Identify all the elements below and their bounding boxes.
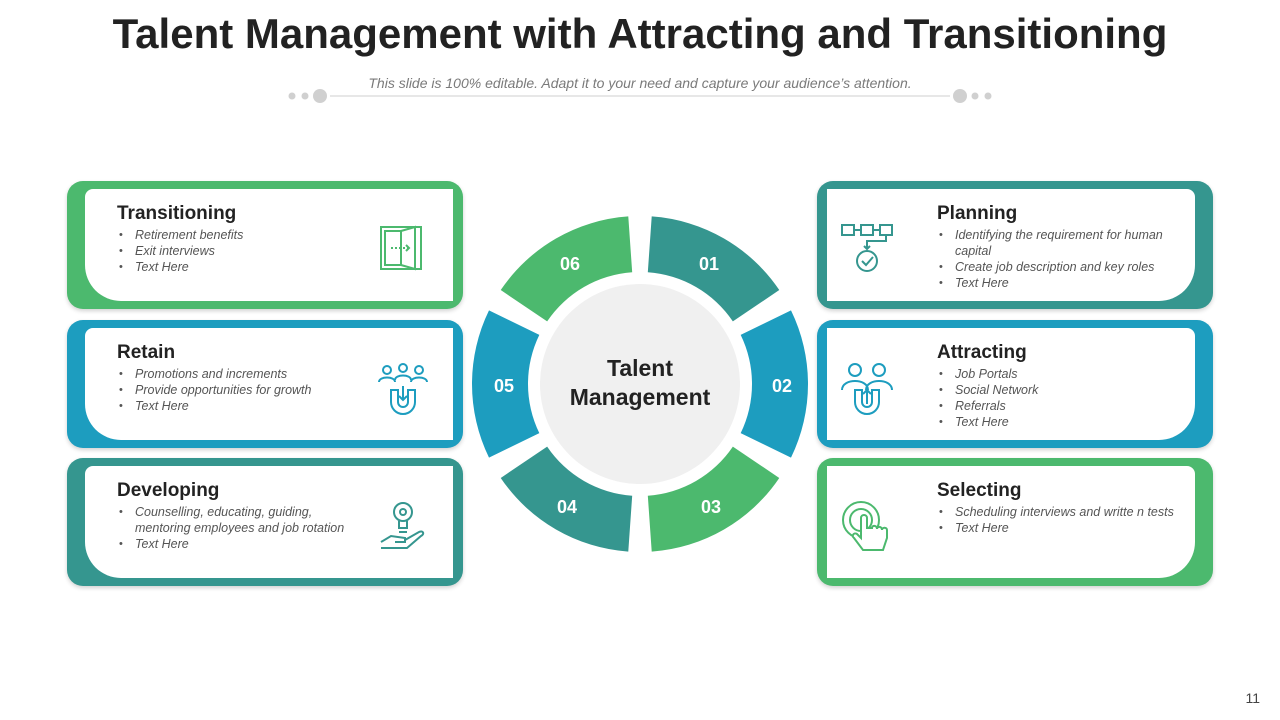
ring-segment-02 [740,310,809,458]
list-item: Provide opportunities for growth [119,382,347,398]
list-item: Text Here [939,414,1177,430]
card-title: Transitioning [117,203,237,224]
center-label: Talent Management [569,355,711,410]
segment-label-06: 06 [560,254,580,274]
page-subtitle: This slide is 100% editable. Adapt it to… [368,75,912,91]
ring-segment-05 [472,310,540,458]
list-item: Identifying the requirement for human ca… [939,227,1177,259]
magnet-people-icon [841,363,893,415]
idea-hand-icon [380,502,425,549]
segment-label-04: 04 [557,497,577,517]
segment-label-02: 02 [772,376,792,396]
page-number: 11 [1245,690,1260,706]
card-selecting: Selecting Scheduling interviews and writ… [817,458,1213,586]
card-attracting: Attracting Job Portals Social Network Re… [817,320,1213,448]
ring-segment-06 [500,216,633,322]
list-item: Promotions and increments [119,366,347,382]
list-item: Job Portals [939,366,1177,382]
list-item: Text Here [939,275,1177,291]
list-item: Retirement benefits [119,227,347,243]
segment-label-05: 05 [494,376,514,396]
card-title: Planning [937,203,1018,224]
card-developing: Developing Counselling, educating, guidi… [67,458,463,586]
segment-label-03: 03 [701,497,721,517]
touch-select-icon [842,501,888,551]
list-item: Counselling, educating, guiding, mentori… [119,504,347,536]
list-item: Text Here [119,398,347,414]
list-item: Referrals [939,398,1177,414]
workflow-icon [841,224,893,272]
list-item: Text Here [119,536,347,552]
list-item: Text Here [939,520,1177,536]
card-retain: Retain Promotions and increments Provide… [67,320,463,448]
list-item: Text Here [119,259,347,275]
page-title: Talent Management with Attracting and Tr… [112,10,1168,57]
card-title: Selecting [937,480,1022,501]
card-title: Attracting [937,342,1027,363]
card-title: Retain [117,342,176,363]
list-item: Create job description and key roles [939,259,1177,275]
segment-label-01: 01 [699,254,719,274]
list-item: Scheduling interviews and writte n tests [939,504,1177,520]
ring-segment-03 [647,446,780,552]
list-item: Social Network [939,382,1177,398]
card-transitioning: Transitioning Retirement benefits Exit i… [67,181,463,309]
center-hub [540,284,740,484]
door-exit-icon [380,225,422,271]
ring-segment-04 [500,446,633,552]
list-item: Exit interviews [119,243,347,259]
magnet-retain-icon [378,363,428,415]
ring-segment-01 [647,216,780,322]
card-planning: Planning Identifying the requirement for… [817,181,1213,309]
card-title: Developing [117,480,220,501]
